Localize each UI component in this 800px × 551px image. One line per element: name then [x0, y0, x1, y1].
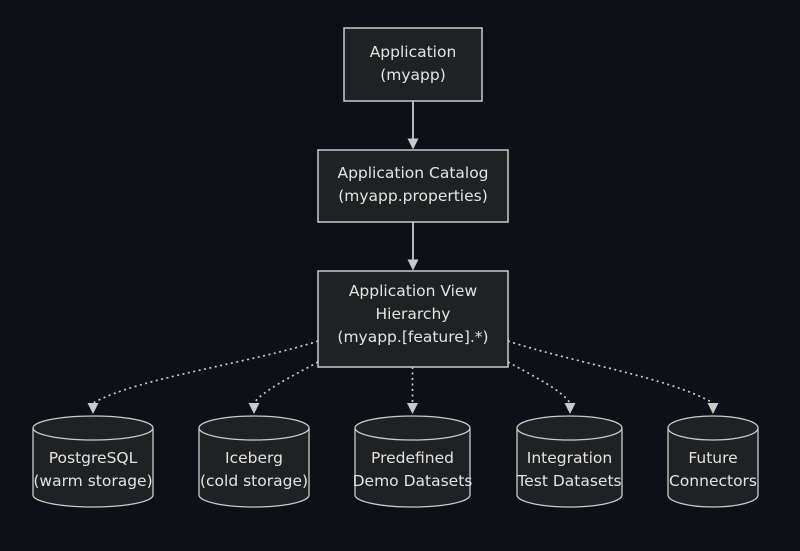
- node-application-catalog-label-line1: Application Catalog: [337, 164, 488, 182]
- arrowhead-icon: [87, 403, 99, 414]
- node-view-hierarchy-label-line2: Hierarchy: [376, 305, 451, 323]
- node-application-catalog-label-line2: (myapp.properties): [338, 187, 488, 205]
- node-application-catalog: Application Catalog (myapp.properties): [317, 149, 509, 223]
- node-iceberg-cylinder: [198, 415, 310, 508]
- node-predefined-demo-cylinder: [354, 415, 471, 508]
- node-future-connectors-label-line2: Connectors: [669, 472, 757, 490]
- node-integration-test-cylinder: [516, 415, 623, 508]
- node-iceberg-label-line1: Iceberg: [225, 449, 283, 467]
- edge-view-hierarchy-to-integration-test: [507, 361, 576, 414]
- edge-view-hierarchy-to-postgresql: [87, 340, 319, 414]
- node-view-hierarchy-label-line1: Application View: [349, 282, 478, 300]
- node-predefined-demo-label-line1: Predefined: [371, 449, 454, 467]
- edge-line: [507, 361, 571, 404]
- node-postgresql-cylinder: [32, 415, 154, 508]
- arrowhead-icon: [707, 403, 719, 414]
- node-iceberg-label-line2: (cold storage): [200, 472, 308, 490]
- edge-line: [507, 340, 714, 404]
- arrowhead-icon: [248, 403, 260, 414]
- node-application-catalog-box: [317, 149, 509, 223]
- edge-line: [92, 340, 319, 404]
- edge-application-to-catalog: [407, 101, 419, 150]
- node-view-hierarchy-label-line3: (myapp.[feature].*): [337, 328, 488, 346]
- node-application-label-line1: Application: [370, 43, 457, 61]
- node-postgresql: PostgreSQL (warm storage): [32, 415, 154, 508]
- node-iceberg: Iceberg (cold storage): [198, 415, 310, 508]
- node-integration-test-label-line1: Integration: [527, 449, 612, 467]
- node-future-connectors: Future Connectors: [667, 415, 759, 508]
- arrowhead-icon: [407, 138, 419, 150]
- arrowhead-icon: [407, 259, 419, 271]
- edge-view-hierarchy-to-future-connectors: [507, 340, 719, 414]
- node-postgresql-label-line2: (warm storage): [33, 472, 152, 490]
- node-view-hierarchy-box: [317, 270, 509, 368]
- node-predefined-demo: Predefined Demo Datasets: [353, 415, 473, 508]
- node-view-hierarchy: Application View Hierarchy (myapp.[featu…: [317, 270, 509, 368]
- node-integration-test: Integration Test Datasets: [516, 415, 623, 508]
- arrowhead-icon: [407, 403, 418, 414]
- edge-line: [253, 361, 319, 404]
- node-application: Application (myapp): [343, 27, 483, 102]
- node-postgresql-label-line1: PostgreSQL: [49, 449, 138, 467]
- node-future-connectors-cylinder: [667, 415, 759, 508]
- node-application-box: [343, 27, 483, 102]
- node-integration-test-label-line2: Test Datasets: [516, 472, 621, 490]
- edge-view-hierarchy-to-predefined-demo: [407, 367, 418, 414]
- node-application-label-line2: (myapp): [380, 66, 446, 84]
- edge-catalog-to-view-hierarchy: [407, 222, 419, 271]
- arrowhead-icon: [564, 403, 576, 414]
- node-predefined-demo-label-line2: Demo Datasets: [353, 472, 473, 490]
- edge-view-hierarchy-to-iceberg: [248, 361, 319, 414]
- node-future-connectors-label-line1: Future: [688, 449, 737, 467]
